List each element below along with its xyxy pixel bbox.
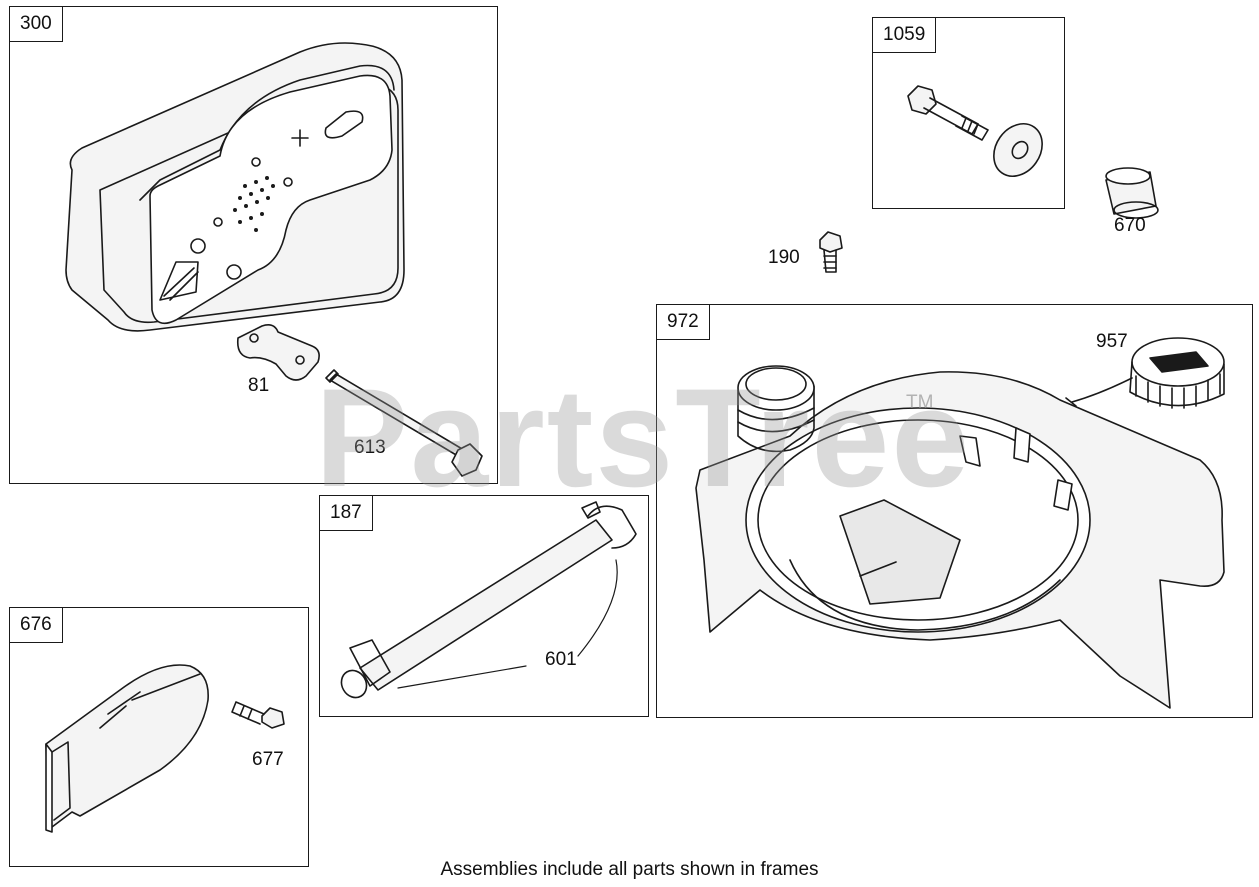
callout-677: 677 (252, 749, 284, 770)
callout-81: 81 (248, 375, 270, 396)
bracket-part (236, 324, 320, 381)
callout-613: 613 (354, 437, 386, 458)
callout-670: 670 (1114, 215, 1146, 236)
frame-tag-972: 972 (657, 305, 710, 340)
frame-tag-1059: 1059 (873, 18, 937, 53)
callout-601: 601 (545, 649, 577, 670)
bolt-1059-part (907, 85, 1043, 177)
watermark: PartsTree (315, 359, 972, 516)
frame-300: 300 (9, 6, 498, 484)
callout-957: 957 (1096, 331, 1128, 352)
rod-part (325, 369, 483, 477)
frame-tag-187: 187 (320, 496, 373, 531)
spacer-part (1105, 167, 1159, 219)
callout-190: 190 (768, 247, 800, 268)
frame-676: 676 (9, 607, 309, 867)
frame-972: 972 (656, 304, 1253, 718)
fuel-tank-part (695, 365, 1225, 709)
frame-1059: 1059 (872, 17, 1065, 209)
shield-part (45, 664, 209, 833)
bolt-190-part (819, 231, 843, 273)
fuel-cap-part (1065, 337, 1225, 409)
frame-tag-676: 676 (10, 608, 63, 643)
frame-187: 187 (319, 495, 649, 717)
fuel-line-part (340, 501, 637, 699)
muffler-part (65, 42, 405, 332)
frame-tag-300: 300 (10, 7, 63, 42)
footer-note: Assemblies include all parts shown in fr… (440, 859, 819, 880)
watermark-tm: TM (906, 392, 934, 413)
bolt-677-part (231, 701, 285, 729)
